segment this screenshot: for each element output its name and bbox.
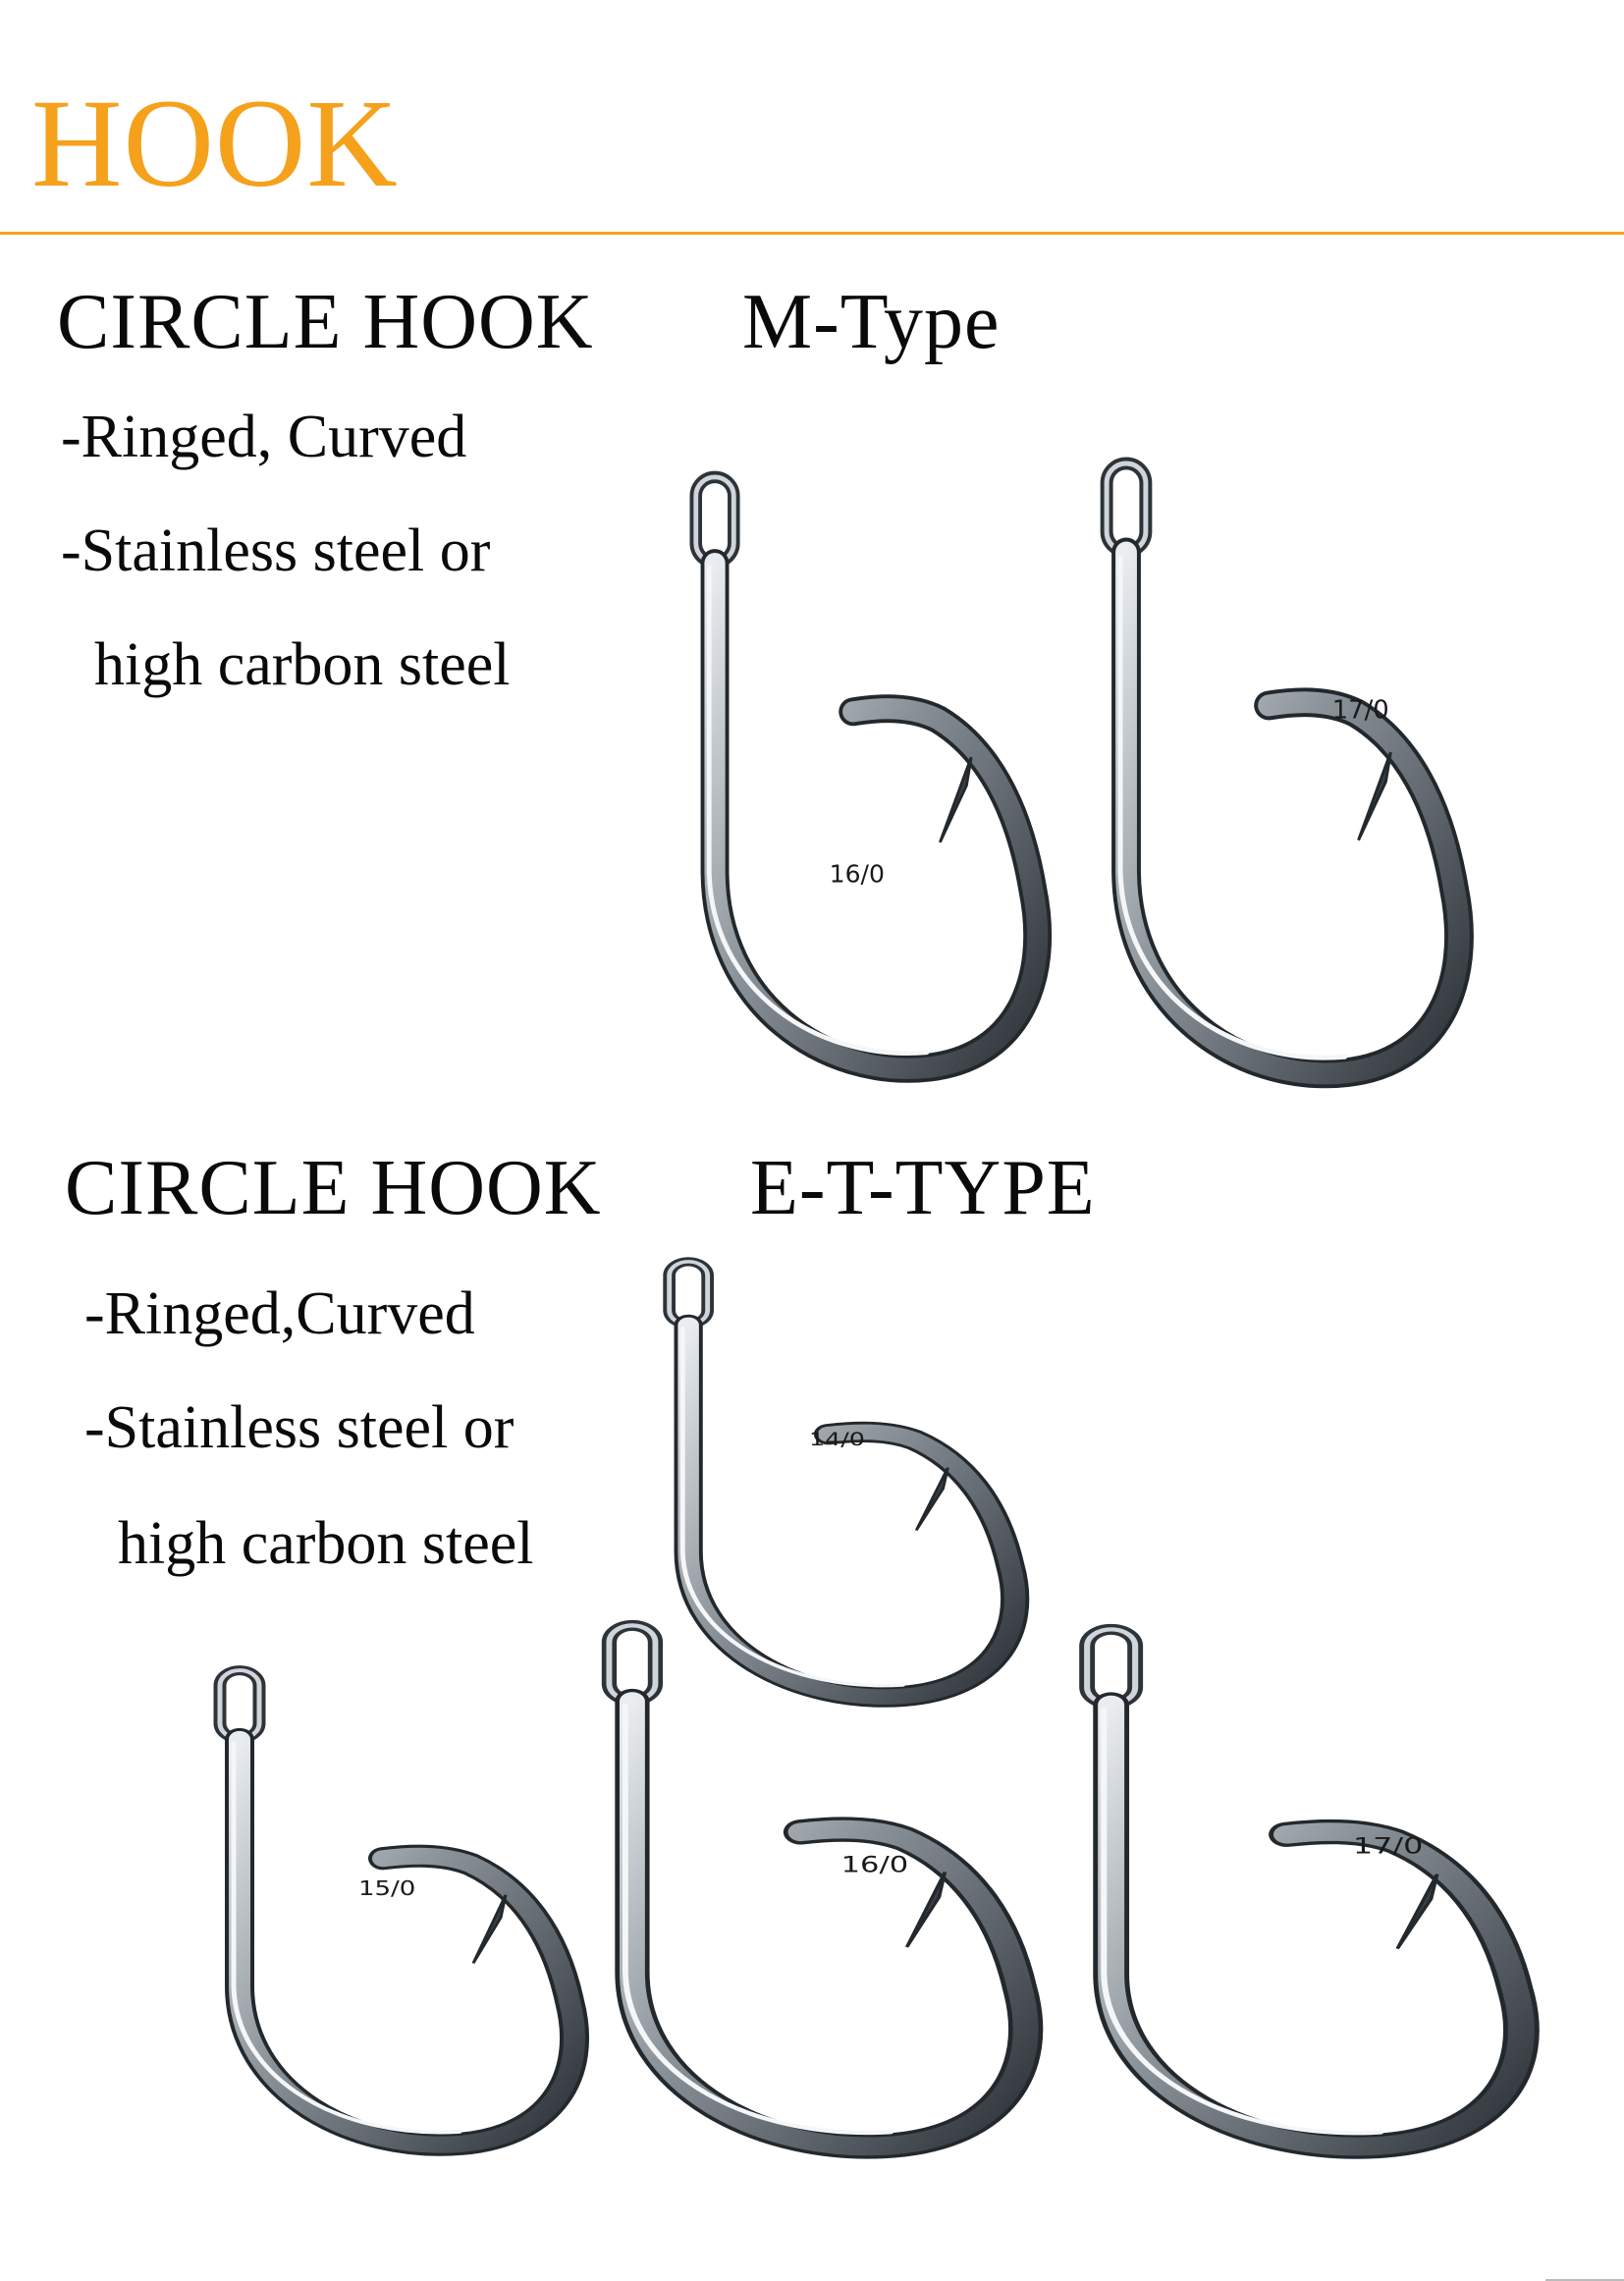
hook-size-label: 16/0: [841, 1853, 909, 1878]
hook-image-et-15: 15/0: [206, 1667, 599, 2168]
hook-size-label: 17/0: [1353, 1834, 1424, 1859]
section-2-feature-3: high carbon steel: [118, 1510, 534, 1577]
hook-image-et-17: 17/0: [1070, 1626, 1551, 2172]
hook-size-label: 17/0: [1332, 695, 1389, 725]
hook-image-et-14: 14/0: [656, 1259, 1039, 1718]
section-2-feature-2: -Stainless steel or: [84, 1394, 514, 1461]
hook-image-m-17: 17/0: [1062, 460, 1514, 1104]
hook-size-label: 16/0: [830, 859, 885, 888]
section-1-feature-1: -Ringed, Curved: [61, 404, 467, 470]
section-2-type: E-T-TYPE: [750, 1145, 1096, 1231]
section-2-feature-1: -Ringed,Curved: [84, 1280, 475, 1347]
page-title: HOOK: [31, 74, 399, 213]
section-1-feature-3: high carbon steel: [94, 631, 511, 698]
corner-divider: [1545, 2279, 1624, 2281]
title-divider: [0, 232, 1624, 235]
section-1-feature-2: -Stainless steel or: [61, 517, 491, 584]
section-1-type: M-Type: [742, 279, 1001, 365]
hook-size-label: 15/0: [358, 1877, 415, 1900]
section-2-heading: CIRCLE HOOK: [65, 1145, 602, 1231]
hook-image-m-16: 16/0: [676, 473, 1068, 1098]
section-1-heading: CIRCLE HOOK: [57, 279, 594, 365]
hook-image-et-16: 16/0: [593, 1622, 1055, 2172]
hook-size-label: 14/0: [809, 1429, 865, 1450]
